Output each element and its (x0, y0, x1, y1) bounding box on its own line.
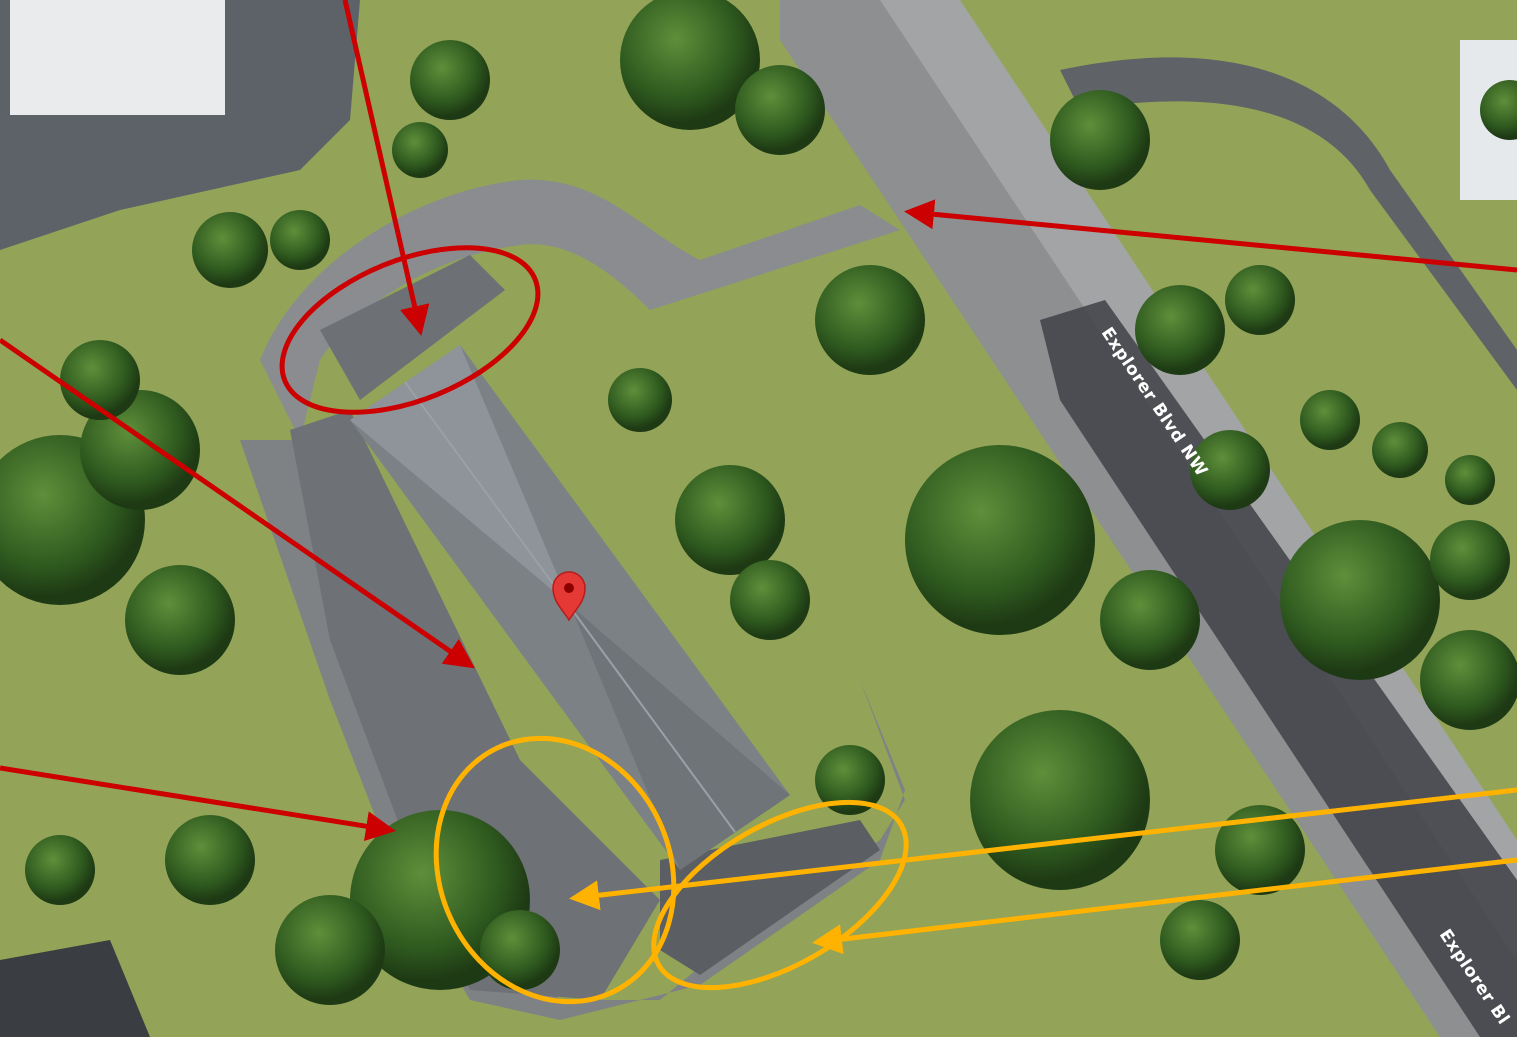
roof-facet-south (570, 605, 790, 870)
yellow-arrow-upper (569, 787, 1517, 911)
yellow-arrow-lower (812, 857, 1517, 955)
parking-lot-south (660, 820, 880, 975)
yellow-circle-south-parking (651, 799, 909, 991)
road-label-band (1040, 300, 1517, 1037)
access-road-north (260, 179, 900, 440)
red-arrow-east-road (904, 199, 1517, 273)
yellow-circle-southwest-parking (433, 735, 677, 1005)
map-pin-icon[interactable] (552, 571, 586, 622)
parking-lot-west (290, 410, 660, 1000)
roof-facet-north (350, 345, 570, 605)
red-arrow-west-building (0, 337, 475, 669)
yellow-annotations (433, 735, 1517, 1005)
red-annotations (0, 0, 1517, 842)
building-northwest (10, 0, 225, 115)
red-circle-north-parking (279, 245, 541, 415)
red-arrow-southwest (0, 765, 396, 842)
red-arrow-north (342, 0, 430, 336)
tree-canopy (0, 0, 1517, 1005)
building-southwest (0, 940, 150, 1037)
